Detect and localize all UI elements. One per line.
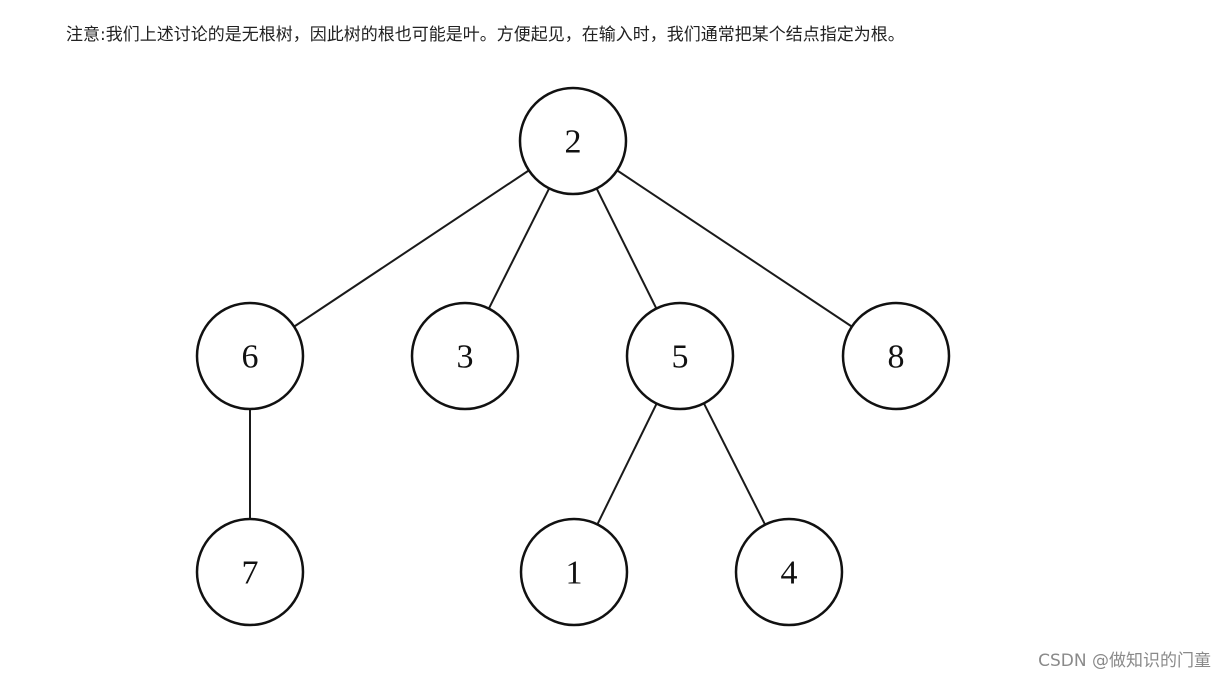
nodes-layer: 2 6 3 5 8 7 1 4 <box>195 86 951 627</box>
tree-node-6: 6 <box>195 301 305 411</box>
tree-node-1: 1 <box>519 517 629 627</box>
tree-node-2: 2 <box>518 86 628 196</box>
node-circle <box>195 301 305 411</box>
node-circle <box>841 301 951 411</box>
watermark: CSDN @做知识的门童 <box>1038 651 1211 671</box>
edge-2-8 <box>616 169 853 328</box>
node-label: 1 <box>566 555 583 592</box>
node-label: 4 <box>781 555 798 592</box>
edge-2-6 <box>293 169 530 328</box>
tree-node-7: 7 <box>195 517 305 627</box>
edges-layer <box>249 169 853 526</box>
node-circle <box>519 517 629 627</box>
node-label: 8 <box>888 339 905 376</box>
tree-node-3: 3 <box>410 301 520 411</box>
node-circle <box>518 86 628 196</box>
edge-2-5 <box>595 188 658 309</box>
node-circle <box>734 517 844 627</box>
node-label: 2 <box>565 124 582 161</box>
node-label: 6 <box>242 339 259 376</box>
edge-2-3 <box>487 187 551 310</box>
edge-5-4 <box>702 402 767 526</box>
tree-node-5: 5 <box>625 301 735 411</box>
node-label: 7 <box>242 555 259 592</box>
node-circle <box>195 517 305 627</box>
edge-5-1 <box>596 403 658 525</box>
note-text: 注意:我们上述讨论的是无根树，因此树的根也可能是叶。方便起见，在输入时，我们通常… <box>66 25 905 45</box>
tree-node-8: 8 <box>841 301 951 411</box>
node-label: 3 <box>457 339 474 376</box>
node-label: 5 <box>672 339 689 376</box>
node-circle <box>625 301 735 411</box>
node-circle <box>410 301 520 411</box>
tree-node-4: 4 <box>734 517 844 627</box>
